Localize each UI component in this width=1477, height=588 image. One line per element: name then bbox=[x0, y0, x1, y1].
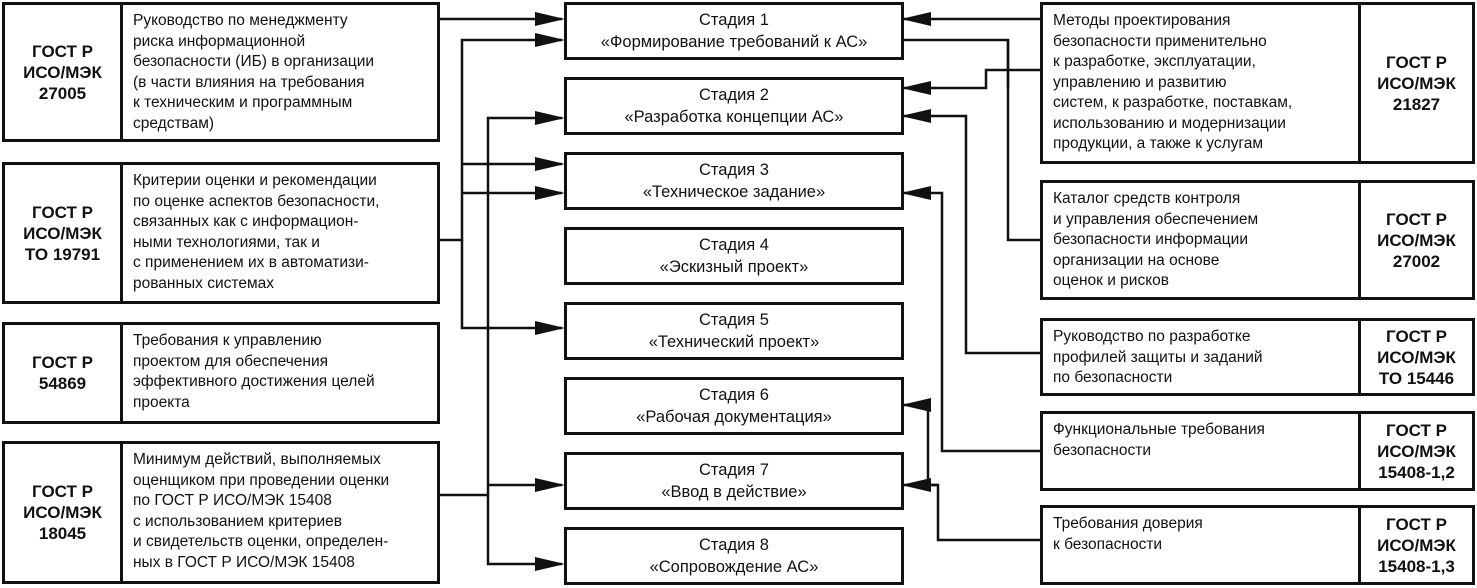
stage-title: Стадия 5 bbox=[698, 311, 769, 329]
standard-description: Критерии оценки и рекомендации по оценке… bbox=[133, 172, 380, 292]
stage-name: «Сопровождение АС» bbox=[649, 558, 819, 576]
stage-7-box: Стадия 7 «Ввод в действие» bbox=[564, 452, 904, 510]
stage-name: «Технический проект» bbox=[648, 333, 820, 351]
left-standard-54869: ГОСТ Р 54869 Требования к управлению про… bbox=[2, 322, 440, 424]
right-standard-27002: Каталог средств контроля и управления об… bbox=[1040, 180, 1475, 300]
stage-8-box: Стадия 8 «Сопровождение АС» bbox=[564, 527, 904, 585]
standard-description: Функциональные требования безопасности bbox=[1053, 421, 1265, 459]
standard-code: ГОСТ Р ИСО/МЭК 15408-1,3 bbox=[1377, 514, 1456, 576]
divider bbox=[120, 165, 123, 301]
stage-6-box: Стадия 6 «Рабочая документация» bbox=[564, 377, 904, 435]
stage-1-box: Стадия 1 «Формирование требований к АС» bbox=[564, 2, 904, 60]
stage-name: «Техническое задание» bbox=[642, 183, 826, 201]
line-27002-up bbox=[904, 38, 1040, 242]
standard-code: ГОСТ Р ИСО/МЭК 18045 bbox=[23, 482, 102, 543]
arrow-18045-to-stage2 bbox=[440, 111, 565, 497]
stage-5-box: Стадия 5 «Технический проект» bbox=[564, 302, 904, 360]
standard-description: Руководство по разработке профилей защит… bbox=[1053, 328, 1263, 386]
stage-name: «Разработка концепции АС» bbox=[624, 108, 844, 126]
left-standard-19791: ГОСТ Р ИСО/МЭК ТО 19791 Критерии оценки … bbox=[2, 162, 440, 304]
left-standard-27005: ГОСТ Р ИСО/МЭК 27005 Руководство по мене… bbox=[2, 2, 440, 142]
stage-name: «Эскизный проект» bbox=[659, 258, 809, 276]
stage-title: Стадия 1 bbox=[698, 11, 769, 29]
stage-title: Стадия 6 bbox=[698, 386, 769, 404]
standard-description: Требования к управлению проектом для обе… bbox=[133, 332, 375, 411]
stage-2-box: Стадия 2 «Разработка концепции АС» bbox=[564, 77, 904, 135]
right-standard-15408-1-2: Функциональные требования безопасности Г… bbox=[1040, 411, 1475, 491]
arrow-19791-to-stage5 bbox=[460, 240, 565, 335]
arrow-19791-to-stage1 bbox=[440, 33, 565, 242]
divider bbox=[1358, 5, 1361, 161]
standard-code: ГОСТ Р ИСО/МЭК 21827 bbox=[1377, 52, 1456, 114]
stage-name: «Формирование требований к АС» bbox=[600, 33, 868, 51]
arrow-15408-12-to-stage3 bbox=[901, 186, 1040, 453]
stage-3-box: Стадия 3 «Техническое задание» bbox=[564, 152, 904, 210]
standard-description: Требования доверия к безопасности bbox=[1053, 515, 1203, 553]
stage-name: «Рабочая документация» bbox=[636, 408, 832, 426]
right-standard-15408-1-3: Требования доверия к безопасности ГОСТ Р… bbox=[1040, 505, 1475, 585]
stage-4-box: Стадия 4 «Эскизный проект» bbox=[564, 227, 904, 285]
arrow-15446-to-stage2 bbox=[901, 109, 1040, 355]
divider bbox=[120, 444, 123, 581]
arrow-15408-13-to-stage6 bbox=[901, 398, 938, 487]
stage-title: Стадия 4 bbox=[698, 236, 769, 254]
arrow-18045-to-stage8 bbox=[486, 495, 565, 571]
standard-description: Руководство по менеджменту риска информа… bbox=[133, 12, 375, 132]
right-standard-15446: Руководство по разработке профилей защит… bbox=[1040, 318, 1475, 396]
divider bbox=[1358, 508, 1361, 582]
divider bbox=[120, 325, 123, 421]
standard-description: Минимум действий, выполняемых оценщиком … bbox=[133, 451, 390, 571]
arrow-15408-13-to-stage7 bbox=[901, 478, 1040, 542]
standard-description: Методы проектирования безопасности приме… bbox=[1053, 12, 1293, 152]
standard-code: ГОСТ Р ИСО/МЭК 27002 bbox=[1377, 209, 1456, 271]
standard-code: ГОСТ Р 54869 bbox=[32, 353, 93, 393]
stage-title: Стадия 8 bbox=[698, 536, 769, 554]
standard-code: ГОСТ Р ИСО/МЭК 27005 bbox=[23, 41, 102, 103]
standard-code: ГОСТ Р ИСО/МЭК ТО 15446 bbox=[1377, 326, 1456, 388]
stage-title: Стадия 3 bbox=[698, 161, 769, 179]
standard-description: Каталог средств контроля и управления об… bbox=[1053, 190, 1259, 289]
divider bbox=[1358, 183, 1361, 297]
arrow-21827-to-stage2 bbox=[901, 68, 1040, 95]
divider bbox=[1358, 321, 1361, 393]
standard-code: ГОСТ Р ИСО/МЭК ТО 19791 bbox=[23, 202, 102, 264]
stage-title: Стадия 7 bbox=[698, 461, 769, 479]
divider bbox=[1358, 414, 1361, 488]
stage-title: Стадия 2 bbox=[698, 86, 769, 104]
standard-code: ГОСТ Р ИСО/МЭК 15408-1,2 bbox=[1377, 420, 1456, 482]
left-standard-18045: ГОСТ Р ИСО/МЭК 18045 Минимум действий, в… bbox=[2, 441, 440, 584]
stage-name: «Ввод в действие» bbox=[661, 483, 807, 501]
right-standard-21827: Методы проектирования безопасности приме… bbox=[1040, 2, 1475, 164]
divider bbox=[120, 5, 123, 139]
